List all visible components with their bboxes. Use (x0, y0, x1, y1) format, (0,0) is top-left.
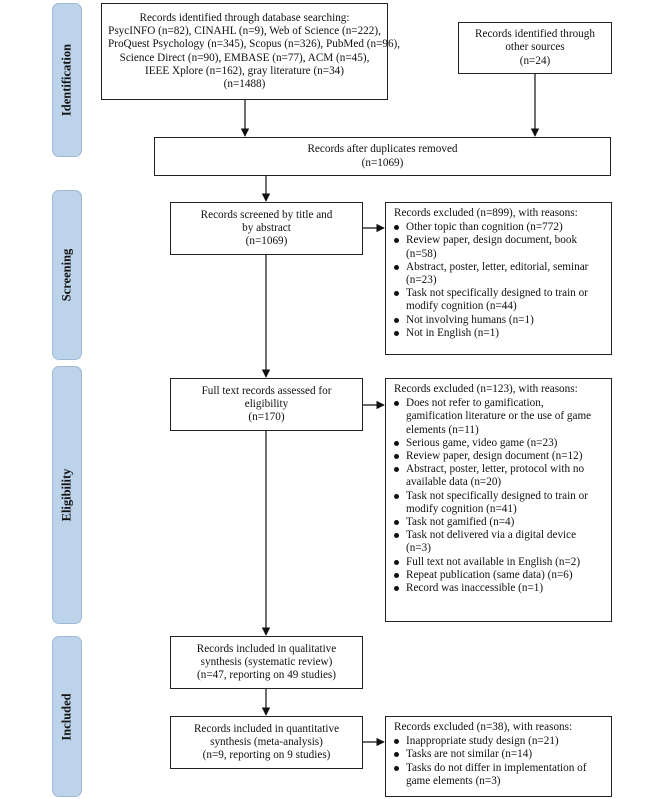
screening-exclusion-box: Records excluded (n=899), with reasons: … (385, 202, 612, 355)
exclusion-reason: Not in English (n=1) (394, 327, 603, 340)
exclusion-reason: Other topic than cognition (n=772) (394, 221, 603, 234)
screening-exclusion-list: Other topic than cognition (n=772) Revie… (394, 221, 603, 340)
quantitative-line: synthesis (meta-analysis) (210, 735, 323, 748)
quantitative-exclusion-box: Records excluded (n=38), with reasons: I… (385, 716, 612, 797)
other-sources-box: Records identified through other sources… (458, 22, 612, 74)
after-duplicates-line: Records after duplicates removed (307, 143, 458, 156)
eligibility-exclusion-list: Does not refer to gamification,gamificat… (394, 397, 603, 595)
exclusion-reason: Inappropriate study design (n=21) (394, 735, 603, 748)
qualitative-synthesis-box: Records included in qualitative synthesi… (170, 636, 363, 689)
exclusion-reason: Does not refer to gamification,gamificat… (394, 397, 603, 437)
database-search-line: (n=1488) (223, 77, 266, 90)
quantitative-synthesis-box: Records included in quantitative synthes… (170, 716, 363, 769)
screening-exclusion-title: Records excluded (n=899), with reasons: (394, 207, 578, 219)
exclusion-reason: Tasks do not differ in implementation of… (394, 762, 603, 788)
screened-line: Records screened by title and (200, 208, 333, 221)
fulltext-line: Full text records assessed for (201, 384, 332, 397)
exclusion-reason: Not involving humans (n=1) (394, 314, 603, 327)
other-sources-line: (n=24) (519, 54, 551, 67)
quantitative-exclusion-list: Inappropriate study design (n=21) Tasks … (394, 735, 603, 788)
screened-line: by abstract (242, 221, 291, 234)
quantitative-line: (n=9, reporting on 9 studies) (202, 749, 331, 762)
qualitative-line: synthesis (systematic review) (200, 655, 333, 668)
database-search-box: Records identified through database sear… (101, 3, 401, 100)
database-search-line: Science Direct (n=90), EMBASE (n=77), AC… (119, 51, 370, 64)
exclusion-reason: Task not specifically designed to train … (394, 287, 603, 313)
exclusion-reason: Task not delivered via a digital device(… (394, 529, 603, 555)
phase-identification: Identification (52, 3, 82, 157)
qualitative-line: (n=47, reporting on 49 studies) (197, 669, 336, 682)
fulltext-box: Full text records assessed for eligibili… (170, 378, 363, 431)
exclusion-reason: Review paper, design document (n=12) (394, 450, 603, 463)
after-duplicates-line: (n=1069) (361, 156, 404, 169)
exclusion-reason: Repeat publication (same data) (n=6) (394, 569, 603, 582)
fulltext-line: eligibility (244, 397, 289, 410)
database-search-line: IEEE Xplore (n=162), gray literature (n=… (144, 64, 344, 77)
eligibility-exclusion-box: Records excluded (n=123), with reasons: … (385, 378, 612, 622)
database-search-line: Records identified through database sear… (139, 11, 350, 24)
quantitative-exclusion-title: Records excluded (n=38), with reasons: (394, 721, 573, 733)
exclusion-reason: Abstract, poster, letter, protocol with … (394, 463, 603, 489)
phase-included: Included (52, 636, 82, 797)
after-duplicates-box: Records after duplicates removed (n=1069… (154, 137, 611, 176)
phase-eligibility: Eligibility (52, 366, 82, 624)
screened-line: (n=1069) (245, 235, 288, 248)
database-search-line: ProQuest Psychology (n=345), Scopus (n=3… (108, 38, 401, 51)
screened-box: Records screened by title and by abstrac… (170, 202, 363, 255)
exclusion-reason: Record was inaccessible (n=1) (394, 582, 603, 595)
exclusion-reason: Tasks are not similar (n=14) (394, 748, 603, 761)
phase-screening: Screening (52, 190, 82, 360)
exclusion-reason: Serious game, video game (n=23) (394, 437, 603, 450)
exclusion-reason: Review paper, design document, book(n=58… (394, 234, 603, 260)
other-sources-line: Records identified through (475, 28, 595, 41)
fulltext-line: (n=170) (248, 411, 285, 424)
exclusion-reason: Full text not available in English (n=2) (394, 556, 603, 569)
eligibility-exclusion-title: Records excluded (n=123), with reasons: (394, 383, 578, 395)
quantitative-line: Records included in quantitative (193, 722, 340, 735)
other-sources-line: other sources (505, 41, 565, 54)
exclusion-reason: Task not specifically designed to train … (394, 490, 603, 516)
exclusion-reason: Task not gamified (n=4) (394, 516, 603, 529)
exclusion-reason: Abstract, poster, letter, editorial, sem… (394, 261, 603, 287)
database-search-line: PsycINFO (n=82), CINAHL (n=9), Web of Sc… (108, 25, 381, 38)
qualitative-line: Records included in qualitative (196, 642, 337, 655)
